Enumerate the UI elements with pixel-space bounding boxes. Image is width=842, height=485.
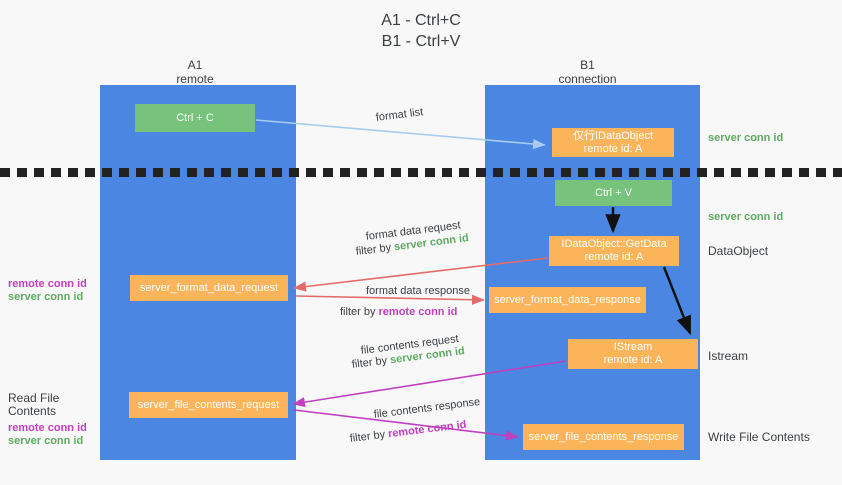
page-title: A1 - Ctrl+C B1 - Ctrl+V [381, 12, 461, 50]
filter-prefix: filter by [349, 428, 389, 445]
node-server-format-data-response[interactable]: server_format_data_response [489, 287, 646, 313]
filter-value-remote-conn-id: remote conn id [387, 418, 468, 441]
filter-prefix: filter by [351, 354, 391, 371]
node-server-file-contents-request[interactable]: server_file_contents_request [129, 392, 288, 418]
filter-prefix: filter by [355, 241, 395, 258]
annotation-server-conn-id: server conn id [8, 291, 84, 303]
filter-prefix: filter by [340, 306, 379, 318]
node-idataobject-getdata[interactable]: IDataObject::GetData remote id: A [549, 236, 679, 266]
annotation-server-conn-id-mid: server conn id [708, 211, 784, 223]
node-idataobject[interactable]: 仅行IDataObject remote id: A [552, 128, 674, 157]
annotation-conn-ids-format: remote conn id server conn id [8, 278, 100, 304]
node-ctrl-c[interactable]: Ctrl + C [135, 104, 255, 132]
annotation-server-conn-id-top: server conn id [708, 132, 784, 144]
node-ctrl-v[interactable]: Ctrl + V [555, 180, 672, 206]
filter-value-remote-conn-id: remote conn id [378, 306, 458, 318]
edge-label-format-data-response: format data response [366, 285, 470, 297]
column-header-a1: A1 remote [176, 58, 214, 86]
annotation-write-file-contents: Write File Contents [708, 430, 810, 444]
column-header-b1: B1 connection [558, 58, 617, 86]
node-server-format-data-request[interactable]: server_format_data_request [130, 275, 288, 301]
node-server-file-contents-response[interactable]: server_file_contents_response [523, 424, 684, 450]
dashed-divider [0, 168, 842, 177]
node-istream[interactable]: IStream remote id: A [568, 339, 698, 369]
annotation-dataobject: DataObject [708, 244, 769, 258]
edge-label-format-data-response-filter: filter by remote conn id [340, 305, 457, 319]
annotation-read-file-contents: Read File Contents [8, 391, 60, 418]
annotation-read-file-group: Read File Contents remote conn id server… [8, 392, 104, 448]
edge-label-file-contents-response-filter: filter by remote conn id [349, 418, 467, 446]
annotation-remote-conn-id: remote conn id [8, 278, 87, 290]
annotation-remote-conn-id: remote conn id [8, 422, 87, 434]
annotation-server-conn-id: server conn id [8, 435, 84, 447]
edge-label-format-list: format list [375, 106, 424, 124]
annotation-istream: Istream [708, 349, 749, 363]
